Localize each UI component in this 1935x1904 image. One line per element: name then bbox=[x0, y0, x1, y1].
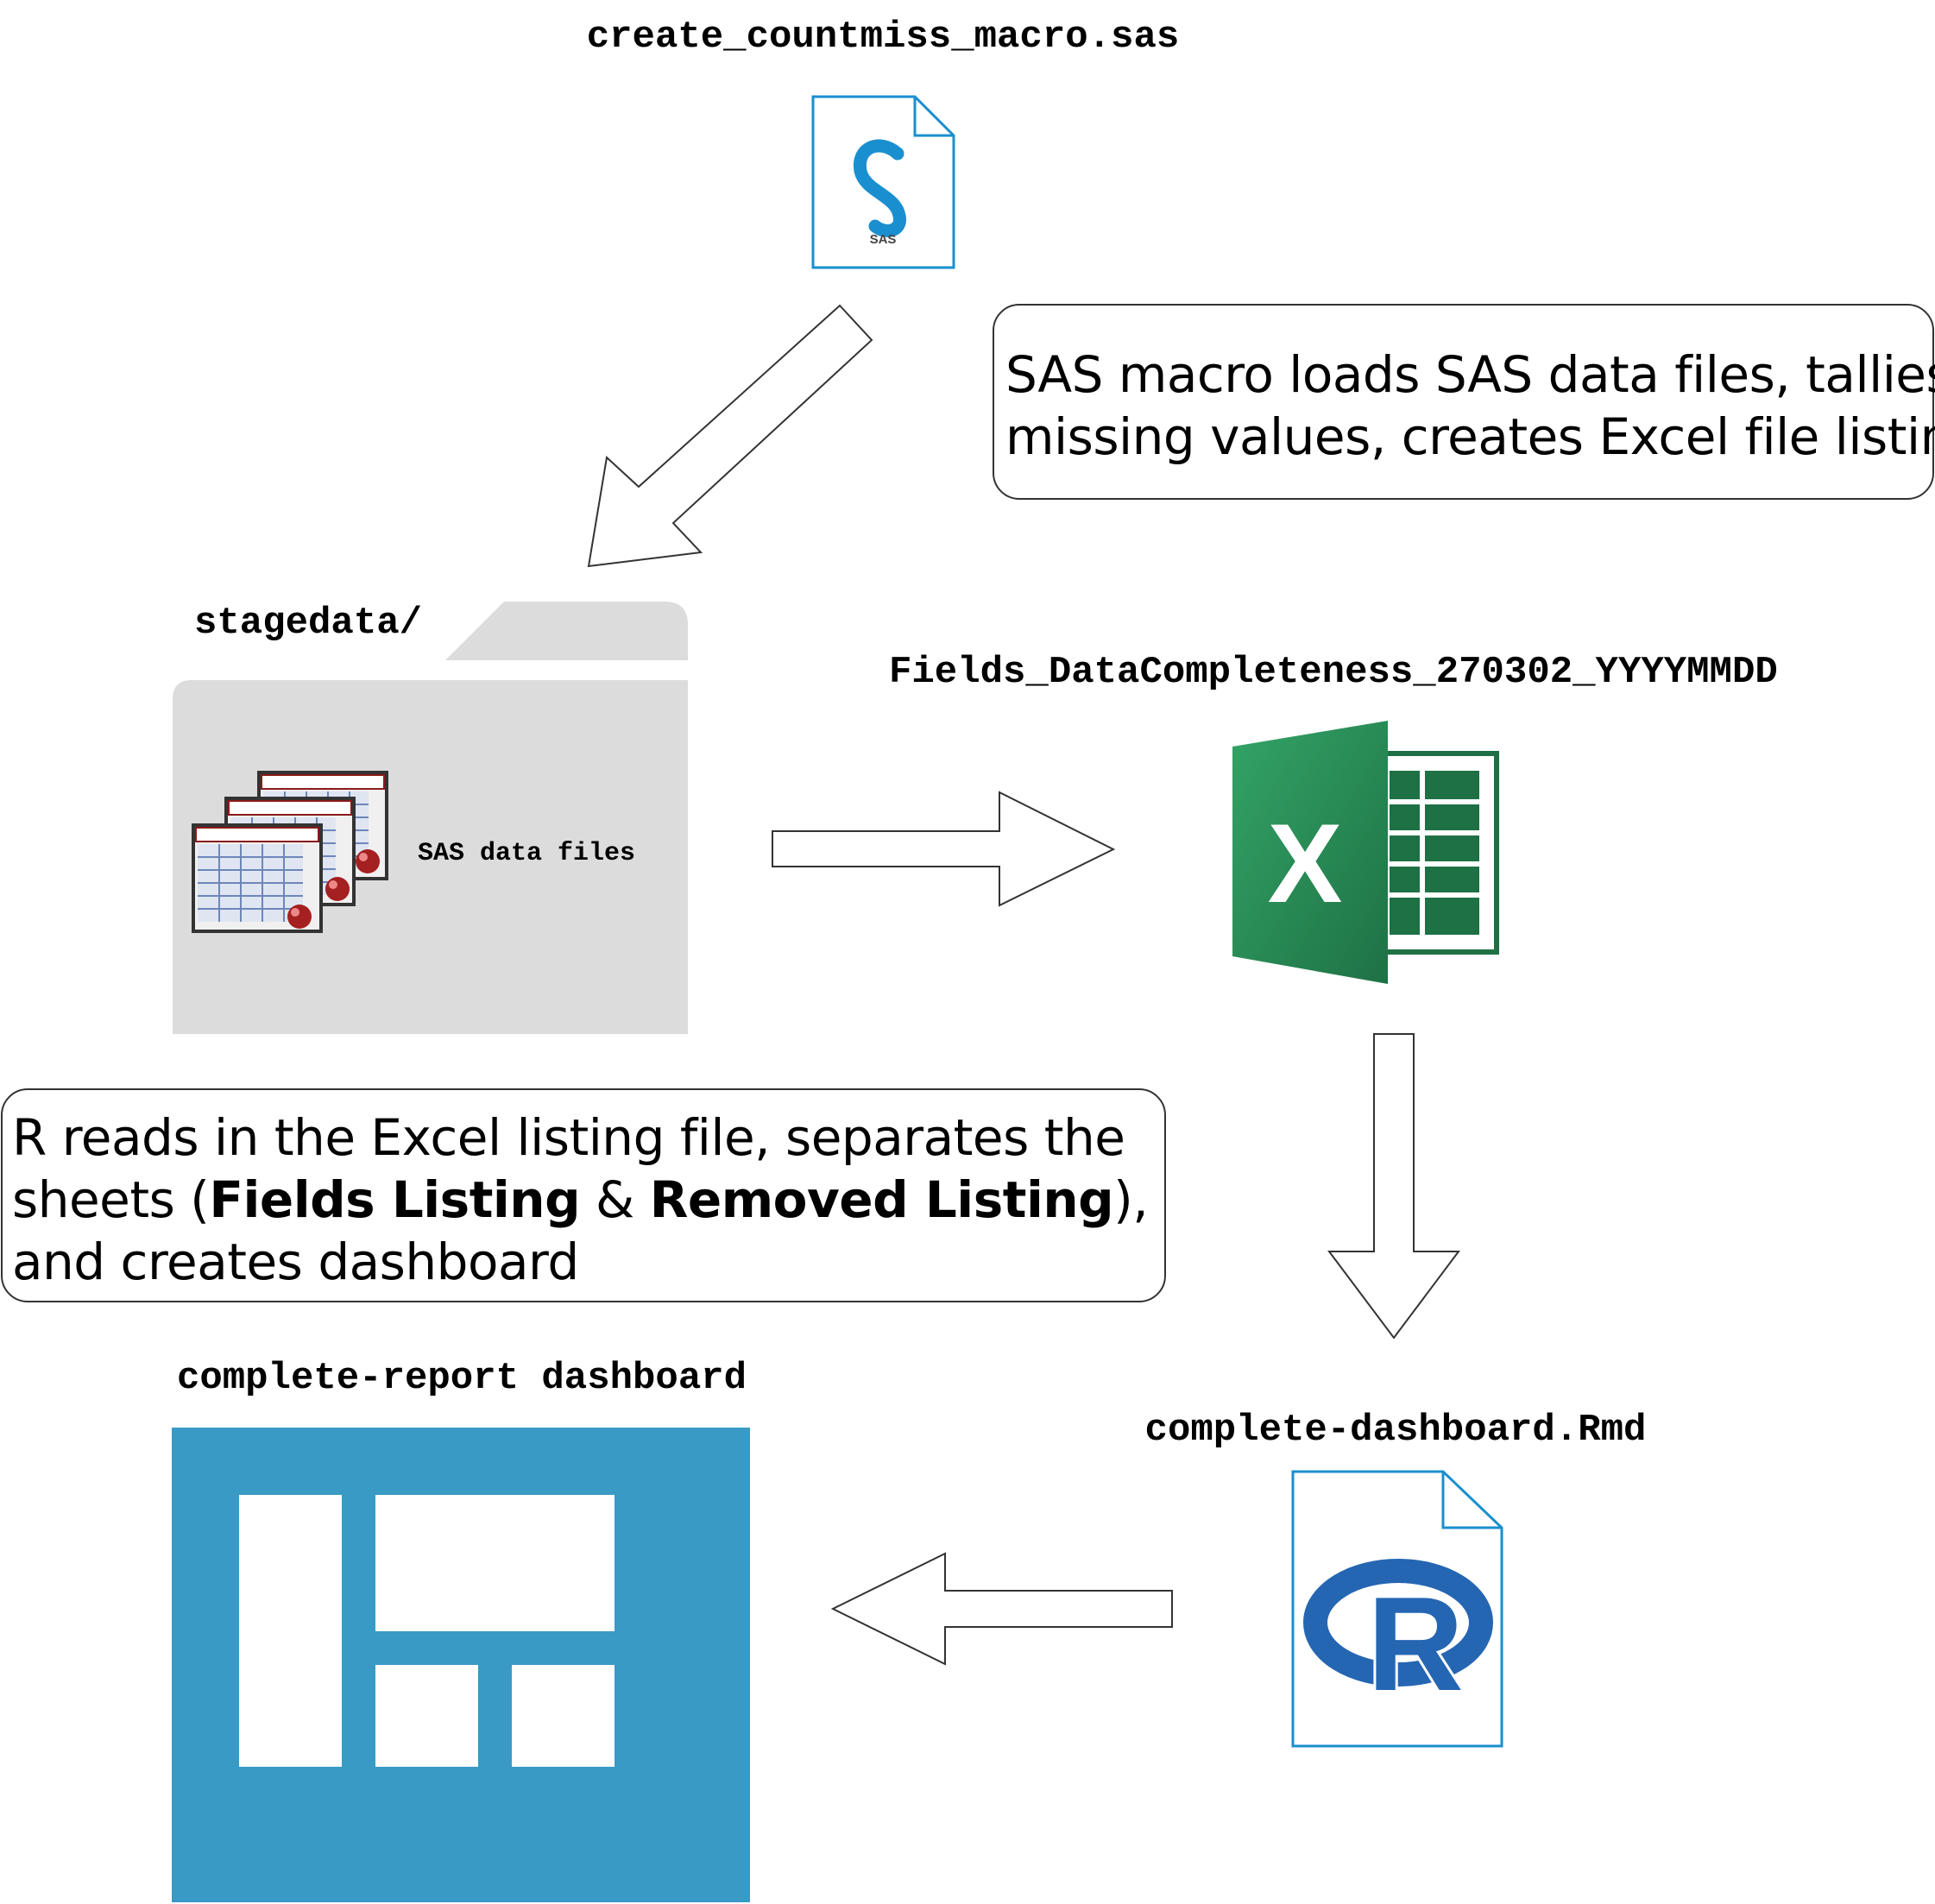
r-callout-line-2: sheets (Fields Listing & Removed Listing… bbox=[12, 1169, 1149, 1231]
stagedata-folder-label: stagedata/ bbox=[194, 602, 422, 645]
r-callout-box bbox=[1, 1088, 1166, 1302]
r-callout-text: R reads in the Excel listing file, separ… bbox=[12, 1106, 1149, 1293]
excel-file-icon: X bbox=[1232, 721, 1499, 984]
removed-listing-text: Removed Listing bbox=[649, 1170, 1114, 1229]
dashboard-label: complete-report dashboard bbox=[177, 1357, 747, 1400]
sas-callout-line-1: SAS macro loads SAS data files, tallies bbox=[1005, 345, 1935, 404]
r-callout-amp: & bbox=[580, 1170, 650, 1229]
r-callout-line-2-pre: sheets ( bbox=[12, 1170, 210, 1229]
r-file-icon: R bbox=[1291, 1470, 1503, 1748]
sas-datasets-icon bbox=[192, 771, 388, 933]
r-callout-line-1: R reads in the Excel listing file, separ… bbox=[12, 1108, 1125, 1167]
arrow-excel-to-rmd bbox=[1327, 1033, 1460, 1340]
arrow-stagedata-to-excel bbox=[772, 791, 1116, 907]
dashboard-panel-top bbox=[375, 1495, 615, 1631]
sas-callout-text: SAS macro loads SAS data files, tallies … bbox=[1005, 344, 1935, 468]
excel-x-letter: X bbox=[1268, 800, 1343, 926]
sas-data-files-label: SAS data files bbox=[418, 839, 635, 868]
r-letter: R bbox=[1367, 1569, 1464, 1718]
sas-callout-line-2: missing values, creates Excel file listi… bbox=[1005, 407, 1935, 466]
sas-callout-box bbox=[993, 304, 1934, 500]
fields-listing-text: Fields Listing bbox=[209, 1170, 581, 1229]
arrow-sas-to-stagedata bbox=[587, 304, 873, 568]
dashboard-panel-bottom-right bbox=[512, 1665, 615, 1767]
sas-file-icon: SAS bbox=[811, 95, 955, 269]
dashboard-panel-left bbox=[239, 1495, 342, 1767]
rmd-filename: complete-dashboard.Rmd bbox=[1145, 1409, 1647, 1452]
arrow-rmd-to-dashboard bbox=[830, 1552, 1173, 1666]
excel-filename: Fields_DataCompleteness_270302_YYYYMMDD bbox=[889, 651, 1778, 694]
sas-badge-text: SAS bbox=[870, 232, 897, 247]
stagedata-folder-icon bbox=[173, 602, 688, 1034]
dashboard-icon bbox=[172, 1428, 750, 1902]
dashboard-panel-bottom-left bbox=[375, 1665, 478, 1767]
sas-macro-filename: create_countmiss_macro.sas bbox=[587, 16, 1180, 59]
r-callout-line-3: and creates dashboard bbox=[12, 1233, 579, 1291]
r-callout-line-2-post: ), bbox=[1113, 1170, 1149, 1229]
